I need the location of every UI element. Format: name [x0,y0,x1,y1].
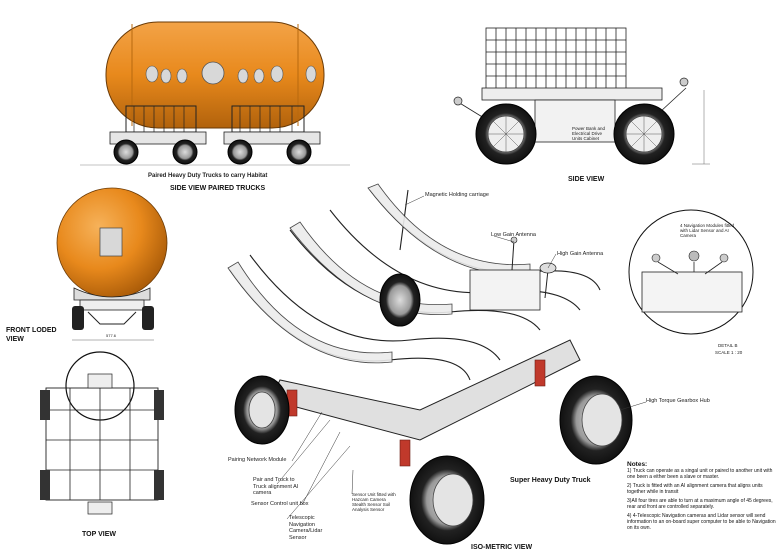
sensor-control-callout: Sensor Control unit box [251,501,309,507]
isometric-view-drawing [227,183,647,545]
side-view-paired-trucks-drawing [80,21,350,166]
iso-truck-name: Super Heavy Duty Truck [510,477,591,484]
gearbox-hub-callout: High Torque Gearbox Hub [646,398,710,404]
navigation-modules-callout: 4 Navigation Modules fitted with Lidar S… [680,223,735,238]
notes-heading: Notes: [627,461,648,468]
paired-trucks-caption: Paired Heavy Duty Trucks to carry Habita… [148,173,268,179]
magnetic-carriage-callout: Magnetic Holding carriage [425,192,489,198]
note-item: 1) Truck can operate as a singal unit or… [627,468,773,480]
ai-camera-callout: Pair and Truck to Truck alignment AI cam… [253,477,299,496]
pairing-network-callout: Pairing Network Module [228,457,287,463]
note-item: 3)All four tires are able to turn at a m… [627,498,773,510]
notes-block: Notes: 1) Truck can operate as a singal … [627,461,777,531]
front-loaded-view-drawing [56,187,168,341]
top-view-drawing [40,351,164,515]
note-item: 2) Truck is fitted with an AI alignment … [627,483,763,495]
detail-b-scale: SCALE 1 : 20 [715,350,743,355]
telescopic-camera-callout: Telescopic Navigation Camera/Lidar Senso… [289,515,323,541]
note-item: 4) 4-Telescopic Navigation cameras and L… [627,513,776,531]
detail-b-drawing [628,209,754,335]
side-view-drawing [453,27,710,165]
detail-b-label: DETAIL B [718,343,738,348]
power-bank-callout: Power Bank and Electrical Drive Units Ca… [572,126,606,141]
low-gain-antenna-callout: Low Gain Antenna [491,232,536,238]
high-gain-antenna-callout: High Gain Antenna [557,251,604,257]
front-loaded-view-title: FRONT LODED VIEW [6,327,57,343]
top-view-title: TOP VIEW [82,531,116,538]
iso-metric-view-title: ISO-METRIC VIEW [471,544,533,551]
sensor-unit-callout: Sensor Unit fitted with Hazcam Camera St… [352,492,396,512]
side-view-title: SIDE VIEW [568,176,605,183]
front-dimension-label: 577.6 [106,333,117,338]
side-view-paired-trucks-title: SIDE VIEW PAIRED TRUCKS [170,185,266,192]
